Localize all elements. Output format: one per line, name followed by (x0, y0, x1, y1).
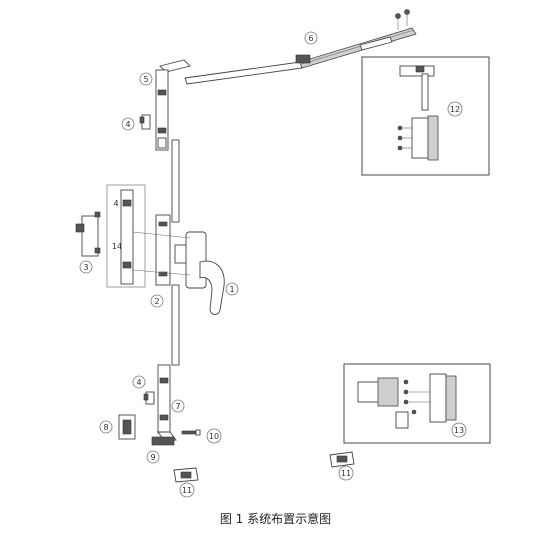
keeper-strip (120, 189, 134, 285)
lower-drive-bar (171, 284, 180, 366)
callout-7: 7 (171, 399, 185, 413)
callout-11-left: 11 (179, 482, 195, 498)
svg-text:11: 11 (182, 486, 192, 495)
svg-text:5: 5 (143, 75, 148, 84)
svg-text:13: 13 (454, 426, 464, 435)
callout-9: 9 (146, 450, 160, 464)
callout-10: 10 (206, 428, 222, 444)
callout-4-top: 4 (121, 117, 135, 131)
part-11-stop-right (329, 451, 355, 468)
svg-text:3: 3 (83, 263, 88, 272)
svg-text:11: 11 (341, 469, 351, 478)
keeper-top (139, 114, 151, 130)
callout-14: 14 (112, 242, 122, 251)
callout-3: 3 (79, 260, 93, 274)
keeper-lower (143, 391, 155, 405)
part-11-stop-left (173, 467, 199, 483)
callout-13: 13 (451, 422, 467, 438)
callout-1: 1 (225, 282, 239, 296)
part-9-label-plate (151, 436, 175, 446)
keeper-box (106, 184, 146, 288)
svg-text:7: 7 (175, 402, 180, 411)
detail-box-13 (343, 363, 491, 444)
callout-11-right: 11 (338, 465, 354, 481)
svg-text:2: 2 (154, 297, 159, 306)
svg-text:4: 4 (125, 120, 130, 129)
svg-text:10: 10 (209, 432, 219, 441)
upper-drive-bar (171, 139, 180, 223)
callout-4-keeper: 4 (113, 199, 118, 208)
callout-6: 6 (304, 31, 318, 45)
part-10-screw (181, 429, 201, 436)
corner-drive (155, 59, 191, 151)
svg-text:4: 4 (113, 199, 118, 208)
handle (185, 231, 225, 315)
figure-caption: 图 1 系统布置示意图 (219, 512, 332, 526)
svg-text:14: 14 (112, 242, 122, 251)
part-8-plate (118, 414, 136, 440)
callout-8: 8 (99, 420, 113, 434)
svg-text:8: 8 (103, 423, 108, 432)
svg-text:6: 6 (308, 34, 313, 43)
hinge-detail-13 (357, 373, 457, 429)
svg-text:1: 1 (229, 285, 234, 294)
stay-arm-assembly (184, 9, 417, 85)
detail-box-12 (361, 56, 490, 176)
callout-12: 12 (447, 101, 463, 117)
hinge-keeper (75, 211, 101, 257)
callout-5: 5 (139, 72, 153, 86)
svg-text:4: 4 (136, 378, 141, 387)
callout-2: 2 (150, 294, 164, 308)
svg-text:12: 12 (450, 105, 460, 114)
hinge-detail-12 (397, 65, 439, 161)
svg-text:9: 9 (150, 453, 155, 462)
callout-4-lower: 4 (132, 375, 146, 389)
